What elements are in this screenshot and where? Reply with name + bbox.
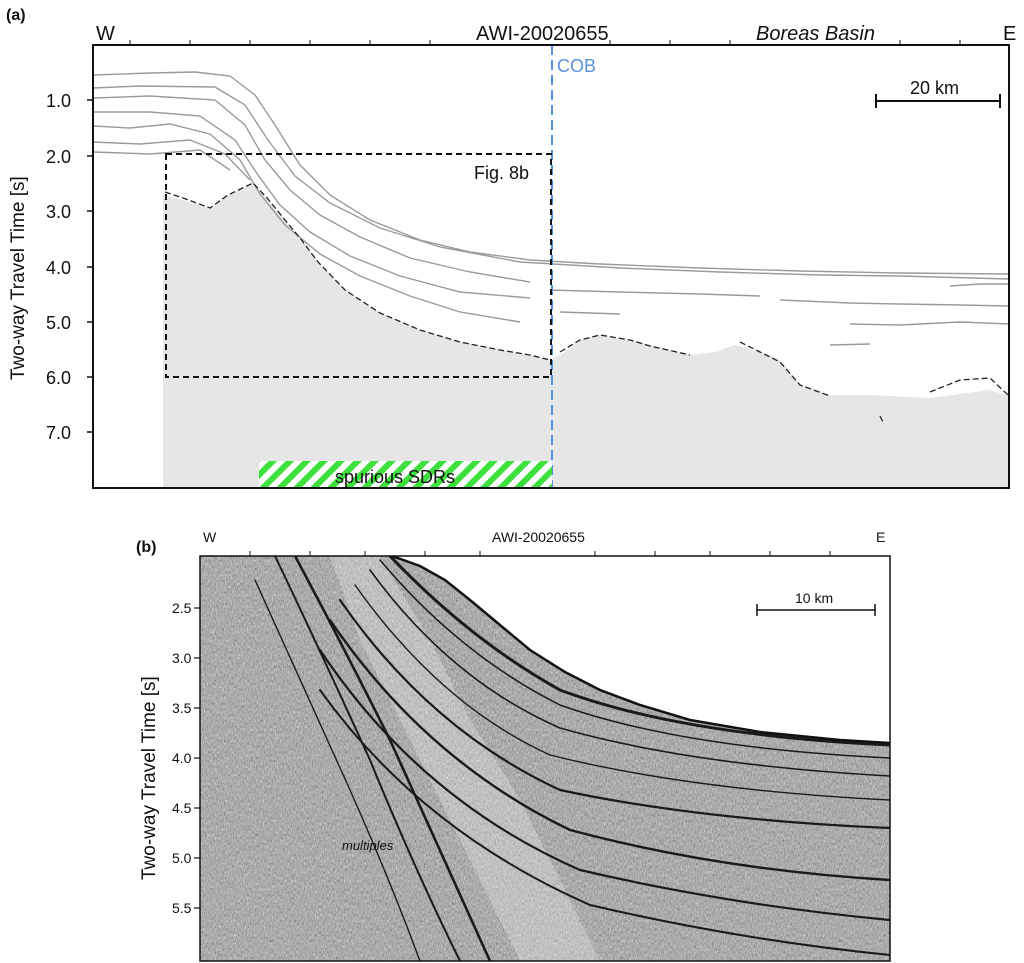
fig-8b-box <box>165 153 552 378</box>
y-tick-label: 4.0 <box>172 750 192 766</box>
panel-b-top-ticks <box>249 551 831 556</box>
panel-a-profile-label: AWI-20020655 <box>476 23 609 45</box>
panel-b: (b) W AWI-20020655 E <box>136 529 891 962</box>
y-tick-label: 3.0 <box>46 202 71 222</box>
y-tick-label: 3.0 <box>172 650 192 666</box>
panel-a-y-axis-label: Two-way Travel Time [s] <box>8 176 29 380</box>
panel-a-y-tick-labels: 1.0 2.0 3.0 4.0 5.0 6.0 7.0 <box>46 91 71 443</box>
y-tick-label: 2.0 <box>46 147 71 167</box>
y-tick-label: 3.5 <box>172 700 192 716</box>
y-tick-label: 7.0 <box>46 423 71 443</box>
panel-a-west-label: W <box>96 23 115 45</box>
spurious-sdr-label: spurious SDRs <box>335 467 455 487</box>
panel-b-profile-label: AWI-20020655 <box>492 529 585 545</box>
y-tick-label: 5.0 <box>172 850 192 866</box>
panel-a-y-ticks <box>87 99 93 433</box>
y-tick-label: 4.5 <box>172 800 192 816</box>
y-tick-label: 5.5 <box>172 900 192 916</box>
basement-fill <box>163 183 1009 488</box>
y-tick-label: 1.0 <box>46 91 71 111</box>
fig-8b-label: Fig. 8b <box>474 163 529 183</box>
panel-a-label-letter: a <box>11 7 20 24</box>
panel-b-scale-bar <box>756 604 876 616</box>
spurious-sdr-bar <box>259 461 552 488</box>
panel-b-label-close: ) <box>151 539 156 556</box>
panel-b-y-axis-label: Two-way Travel Time [s] <box>139 676 160 880</box>
panel-a-scale-label: 20 km <box>910 78 959 98</box>
panel-b-y-tick-labels: 2.5 3.0 3.5 4.0 4.5 5.0 5.5 <box>172 600 192 916</box>
multiples-annotation: multiples <box>342 838 394 853</box>
panel-a: (a) W AWI-20020655 Boreas Basin E <box>6 7 1016 489</box>
panel-a-basin-label: Boreas Basin <box>756 23 875 45</box>
y-tick-label: 6.0 <box>46 368 71 388</box>
sediment-reflectors <box>93 71 1009 346</box>
svg-text:(b): (b) <box>136 539 156 556</box>
panel-a-east-label: E <box>1003 23 1016 45</box>
svg-text:(a): (a) <box>6 7 26 24</box>
y-tick-label: 4.0 <box>46 258 71 278</box>
cob-label: COB <box>557 56 596 76</box>
panel-a-label-open: ( <box>6 7 12 24</box>
panel-b-west-label: W <box>203 529 217 545</box>
y-tick-label: 2.5 <box>172 600 192 616</box>
panel-b-label-letter: b <box>141 539 151 556</box>
seismic-section <box>200 556 890 961</box>
panel-b-y-ticks <box>194 607 200 909</box>
water-column <box>392 556 890 743</box>
panel-a-scale-bar <box>875 94 1001 108</box>
panel-b-scale-label: 10 km <box>795 590 833 606</box>
panel-b-east-label: E <box>876 529 885 545</box>
panel-b-label-open: ( <box>136 539 142 556</box>
panel-a-label-close: ) <box>20 7 25 24</box>
top-basement-reflector <box>164 182 1009 425</box>
y-tick-label: 5.0 <box>46 313 71 333</box>
